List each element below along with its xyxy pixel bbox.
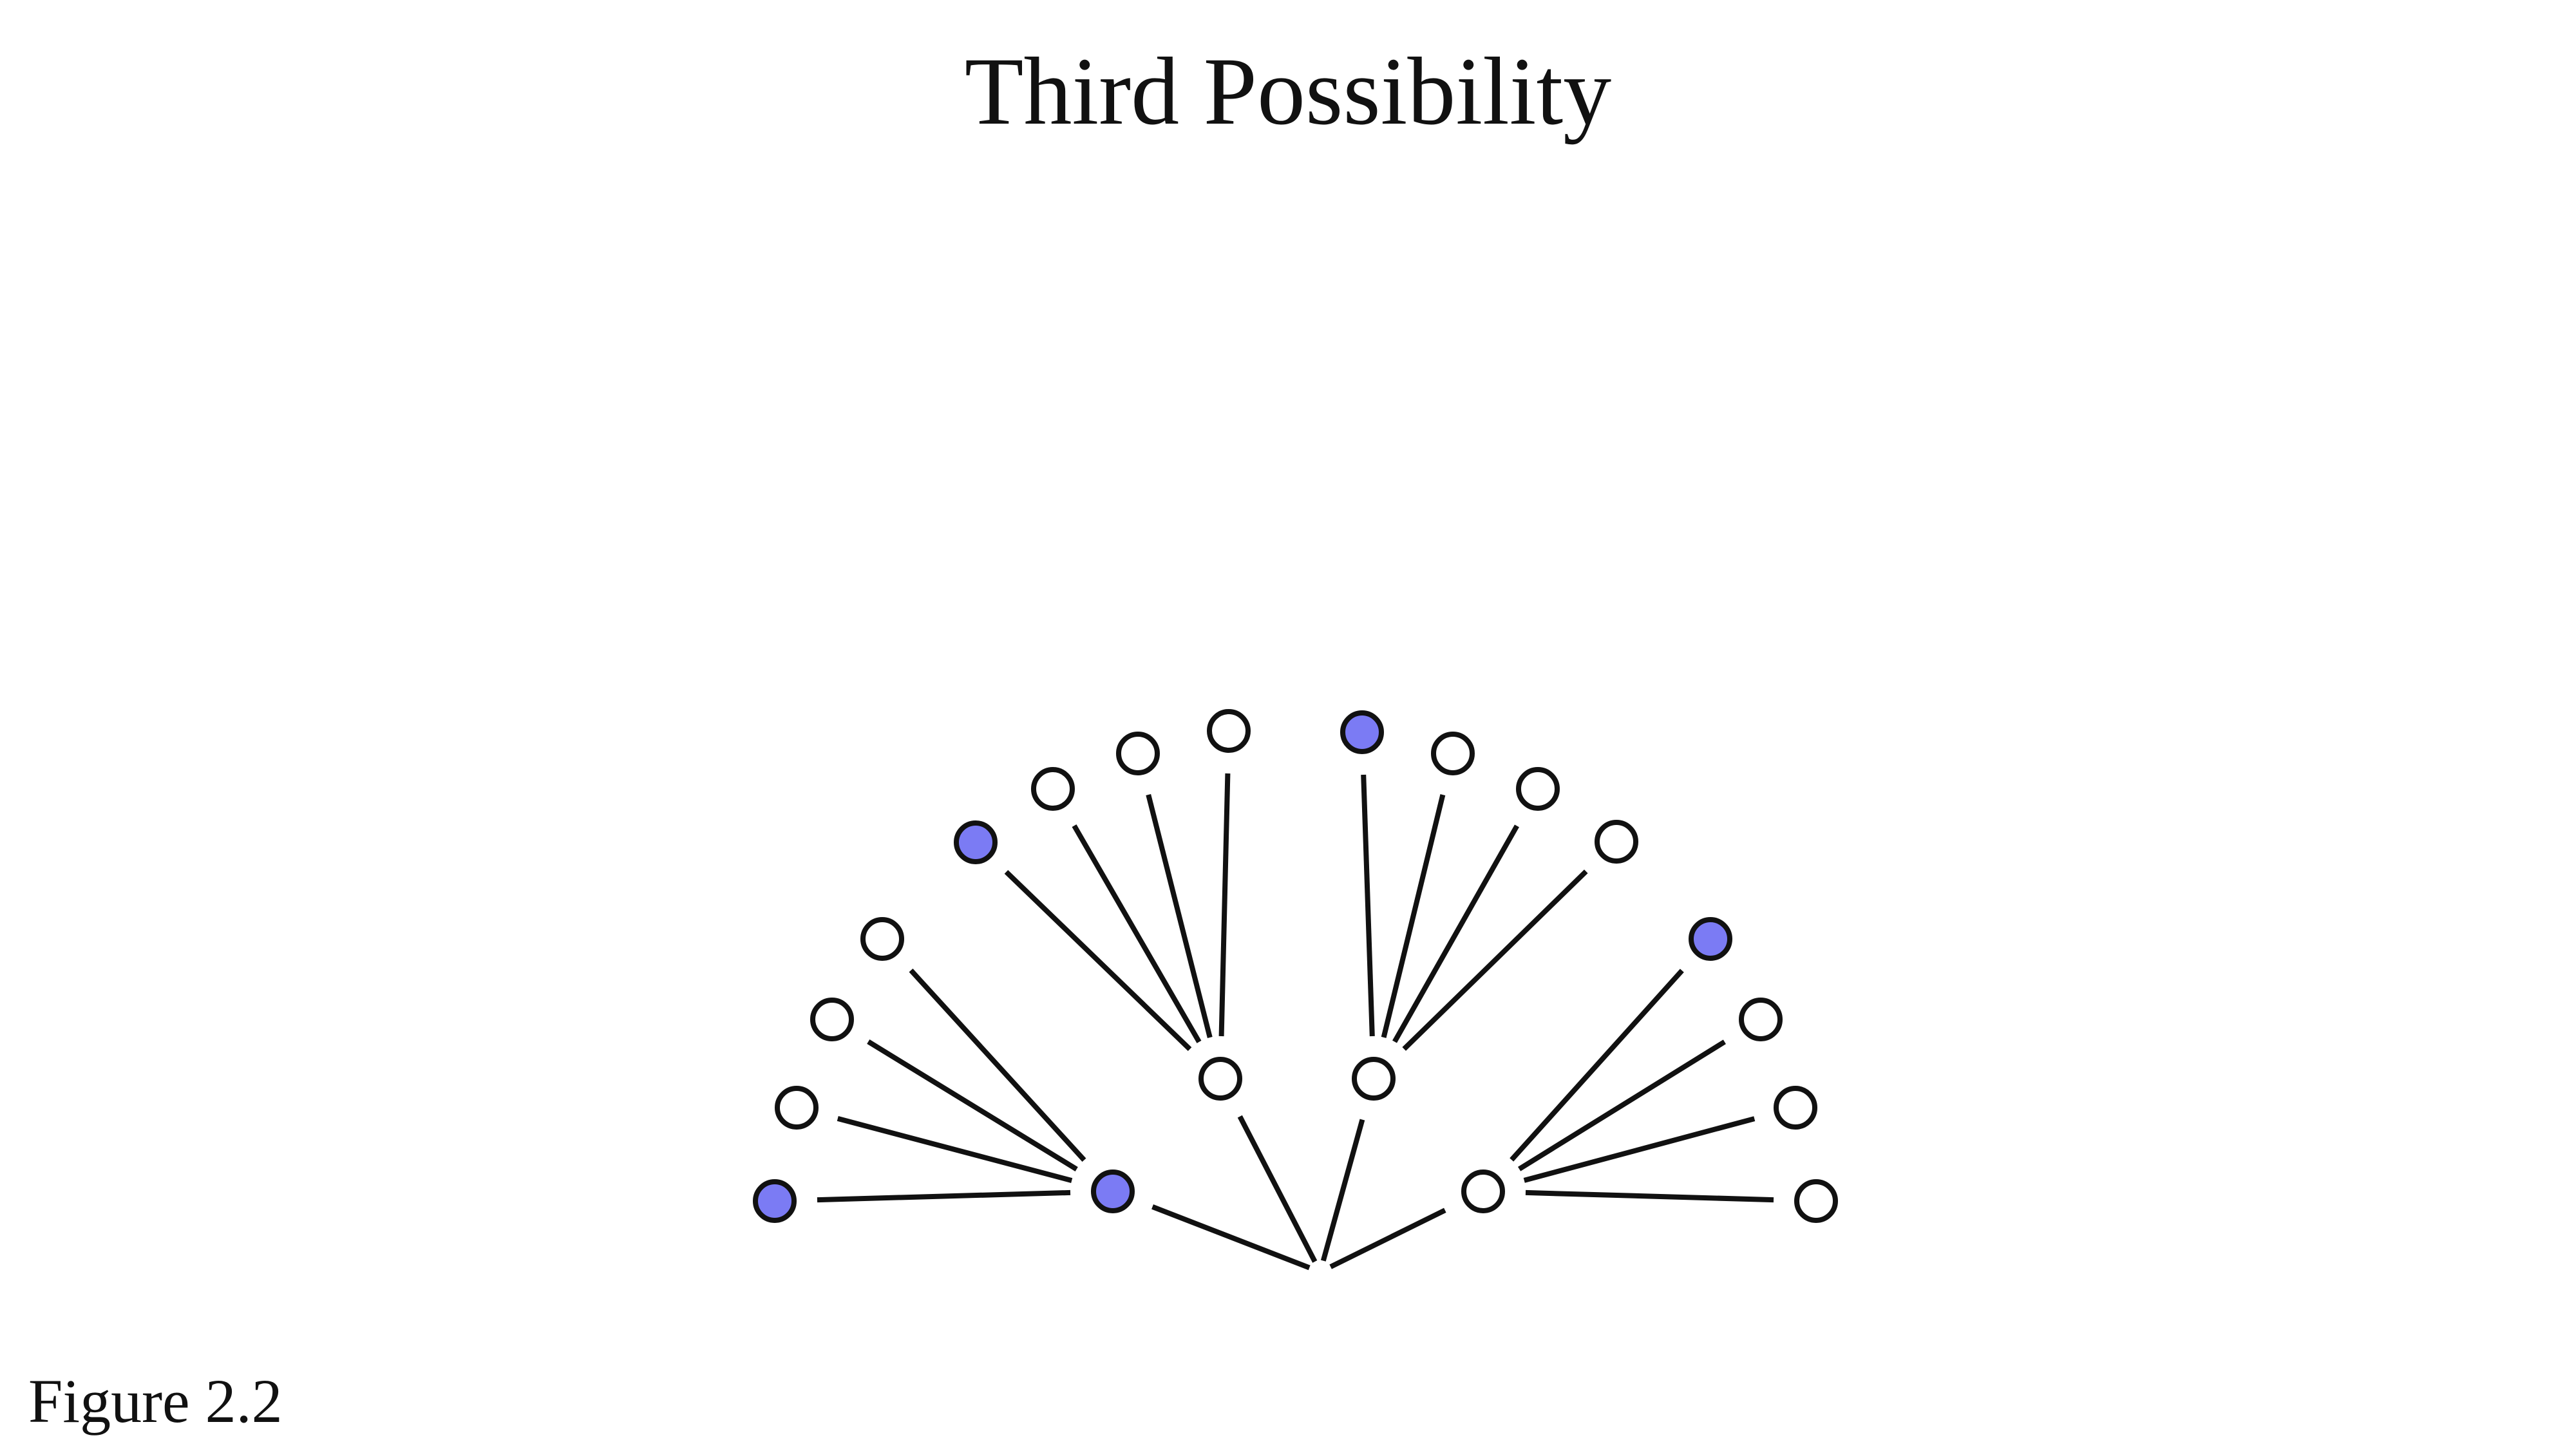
tree-edge-g4-g4-l3 (1523, 1116, 1756, 1183)
tree-node-g1-l4 (860, 917, 904, 961)
tree-node-g4-l2 (1739, 998, 1783, 1041)
tree-edge-g4-g4-l1 (1510, 969, 1684, 1162)
tree-edge-g2-g2-l1 (1004, 869, 1192, 1052)
tree-node-g4-l4 (1794, 1179, 1838, 1223)
tree-node-g3-l1 (1340, 710, 1384, 754)
tree-node-g2-l4 (1207, 709, 1251, 753)
tree-edge-root-g1 (1151, 1204, 1311, 1271)
tree-node-g2-l1 (954, 820, 998, 864)
figure-caption: Figure 2.2 (28, 1367, 283, 1435)
tree-node-g4-l3 (1774, 1086, 1817, 1130)
tree-edge-g2-g2-l4 (1218, 773, 1231, 1037)
tree-edge-g4-g4-l2 (1517, 1039, 1727, 1171)
tree-node-g4-l1 (1689, 917, 1732, 961)
tree-edge-g1-g1-l2 (837, 1116, 1073, 1183)
tree-edge-g3-g3-l4 (1402, 869, 1588, 1051)
tree-edge-g1-g1-l1 (817, 1189, 1071, 1203)
tree-node-g1 (1091, 1170, 1135, 1213)
tree-edge-g3-g3-l3 (1392, 824, 1519, 1043)
tree-node-g1-l3 (810, 998, 854, 1041)
tree-edge-g2-g2-l3 (1146, 793, 1213, 1039)
tree-edges (817, 773, 1774, 1271)
tree-node-g2-l2 (1031, 767, 1075, 811)
tree-node-g1-l1 (753, 1179, 797, 1223)
tree-edge-g3-g3-l1 (1361, 774, 1375, 1037)
tree-edge-g2-g2-l2 (1072, 824, 1202, 1043)
tree-edge-g3-g3-l2 (1381, 794, 1446, 1038)
tree-edge-root-g4 (1329, 1208, 1446, 1269)
tree-node-g2 (1198, 1057, 1242, 1101)
tree-node-g2-l3 (1116, 732, 1160, 775)
tree-node-g3-l3 (1516, 767, 1560, 811)
tree-node-g3-l2 (1431, 732, 1475, 775)
tree-edge-root-g2 (1237, 1115, 1318, 1263)
tree-edge-g1-g1-l4 (909, 969, 1086, 1162)
tree-edge-g4-g4-l4 (1525, 1189, 1774, 1203)
tree-edge-root-g3 (1320, 1119, 1365, 1262)
tree-edge-g1-g1-l3 (867, 1039, 1078, 1171)
tree-node-g3 (1352, 1057, 1396, 1101)
tree-node-g1-l2 (775, 1086, 819, 1130)
tree-nodes (753, 709, 1838, 1223)
slide-title: Third Possibility (964, 38, 1612, 145)
tree-node-g3-l4 (1595, 820, 1638, 864)
tree-node-g4 (1461, 1170, 1505, 1213)
